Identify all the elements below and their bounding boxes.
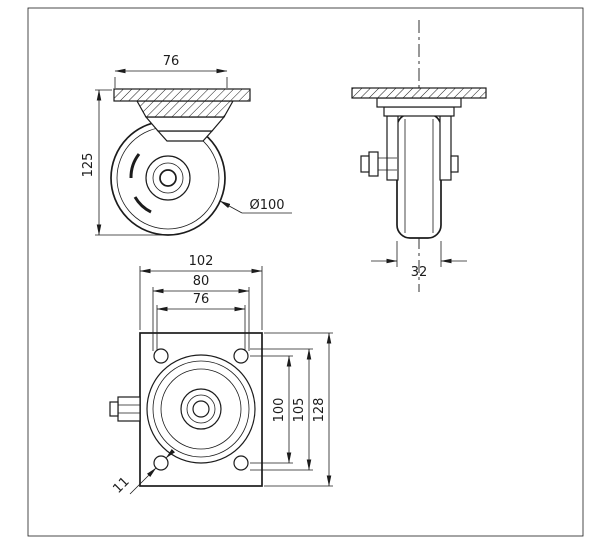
swivel-ring-outer	[146, 354, 256, 464]
kingpin-ring-inner	[186, 394, 216, 424]
top-view: 102 80 76 100 105	[109, 254, 333, 497]
dim-width-76: 76	[114, 54, 228, 88]
dim-pitch-100: 100	[250, 355, 293, 464]
dim-height-125: 125	[81, 89, 167, 236]
side-view: 76 125 Ø100	[81, 54, 292, 236]
dim-label-32: 32	[411, 265, 428, 280]
grease-fitting-tip	[109, 401, 119, 417]
dim-label-100: 100	[272, 398, 287, 423]
bolt-hole	[233, 455, 249, 471]
bolt-hole	[153, 348, 169, 364]
front-view: 32	[351, 20, 487, 292]
dim-pitch-76: 76	[156, 292, 246, 351]
dim-label-dia100: Ø100	[249, 198, 284, 213]
swivel-ring	[160, 368, 242, 450]
dim-wheel-width-32: 32	[371, 241, 467, 280]
dim-label-105: 105	[292, 398, 307, 423]
wheel-marking-arc	[133, 196, 152, 214]
swivel-race-upper	[376, 97, 462, 108]
leader-line	[219, 200, 243, 214]
swivel-collar	[156, 130, 214, 142]
kingpin-ring	[180, 388, 222, 430]
grease-fitting	[117, 396, 141, 422]
swivel-head-upper	[135, 100, 235, 118]
dim-label-76: 76	[163, 54, 180, 69]
wheel-hub-circle	[145, 155, 191, 201]
dim-label-76: 76	[193, 292, 210, 307]
top-plate-side	[113, 88, 251, 102]
axle-bolt-head	[360, 155, 370, 173]
dim-label-80: 80	[193, 274, 210, 289]
dim-label-128: 128	[312, 398, 327, 423]
wheel-front	[396, 113, 442, 239]
mounting-plate	[139, 332, 263, 487]
leader-line	[165, 448, 176, 459]
wheel-axle-bore	[159, 169, 177, 187]
bolt-hole	[153, 455, 169, 471]
dim-pitch-80: 80	[152, 274, 250, 351]
swivel-race-lower	[383, 106, 455, 117]
dim-pitch-105: 105	[250, 348, 313, 471]
bolt-hole	[233, 348, 249, 364]
wheel-marking-arc	[129, 153, 141, 179]
fork-leg-right	[439, 115, 452, 181]
axle-washer	[368, 151, 379, 177]
top-plate-front	[351, 87, 487, 99]
swivel-head-lower	[144, 116, 226, 132]
dim-label-11: 11	[110, 474, 132, 496]
dim-label-102: 102	[189, 254, 214, 269]
dim-label-125: 125	[81, 153, 96, 178]
dim-plate-width-102: 102	[139, 254, 263, 330]
wheel-hub-inner-circle	[152, 162, 184, 194]
axle-nut	[450, 155, 459, 173]
dim-plate-length-128: 128	[264, 332, 333, 487]
kingpin-bore	[192, 400, 210, 418]
drawing-border	[27, 7, 584, 537]
dim-wheel-diameter: Ø100	[219, 198, 292, 214]
swivel-ring	[152, 360, 250, 458]
leader-line	[129, 467, 157, 495]
